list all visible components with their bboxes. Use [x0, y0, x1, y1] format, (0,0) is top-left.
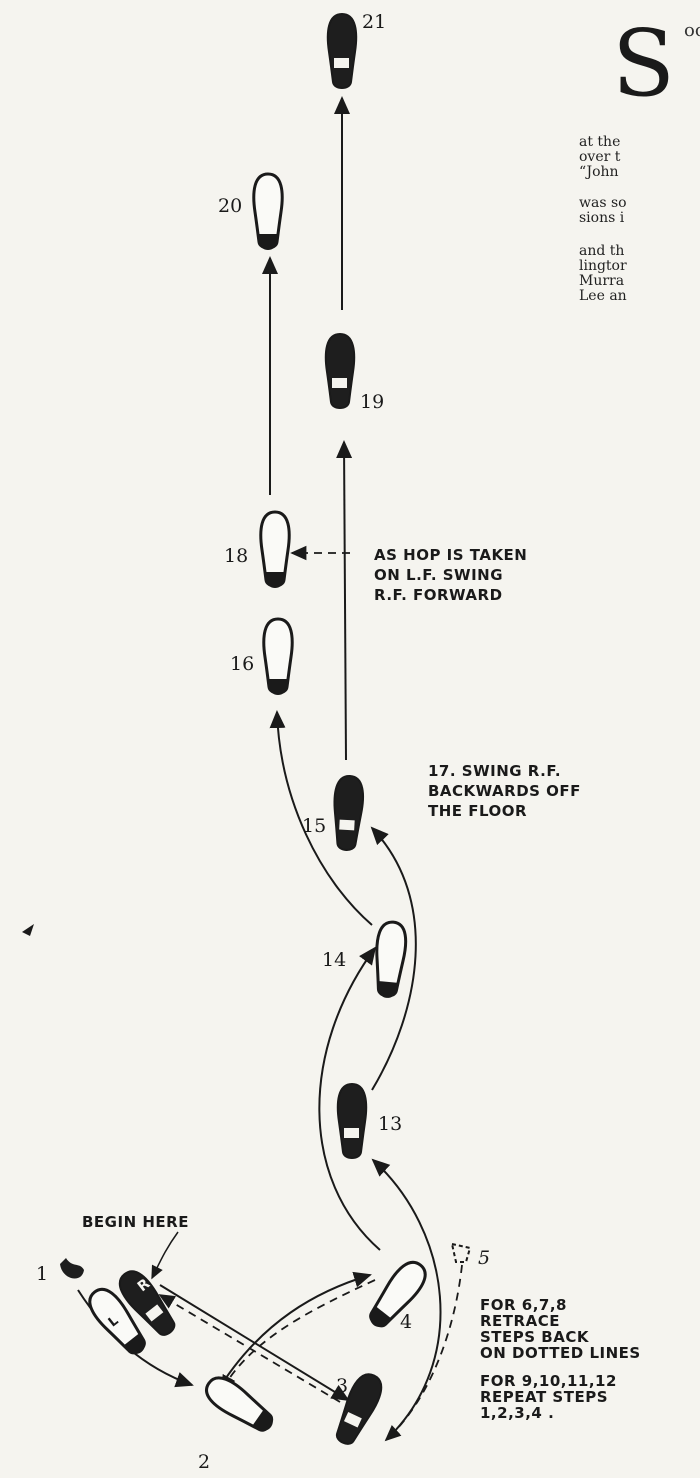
step-number-4: 4: [400, 1311, 412, 1333]
footprint-20: [252, 172, 284, 252]
note-line: BACKWARDS OFF: [428, 782, 581, 800]
footprint-4: [360, 1254, 434, 1336]
step-number-21: 21: [362, 11, 386, 33]
begin-here-label: BEGIN HERE: [82, 1213, 189, 1231]
step-number-20: 20: [218, 195, 242, 217]
hop-note: AS HOP IS TAKEN ON L.F. SWING R.F. FORWA…: [374, 546, 527, 604]
article-paragraph-2: was so sions i: [579, 196, 627, 226]
step-number-15: 15: [302, 815, 326, 837]
note-line: AS HOP IS TAKEN: [374, 546, 527, 564]
text-line: sions i: [579, 210, 625, 226]
text-line: over t: [579, 149, 621, 165]
arrow-2-to-4: [214, 1271, 372, 1396]
footprint-5: [450, 1242, 472, 1263]
dotted-arrow-5-to-3: [384, 1264, 463, 1442]
text-line: “John: [579, 164, 619, 180]
swing-note: 17. SWING R.F. BACKWARDS OFF THE FLOOR: [428, 762, 581, 820]
note-line: STEPS BACK: [480, 1328, 590, 1346]
drop-cap-continuation: oc: [684, 20, 700, 41]
note-line: ON DOTTED LINES: [480, 1344, 641, 1362]
arrow-15-to-19: [336, 440, 353, 761]
dotted-retrace-lines: [158, 545, 463, 1442]
text-line: Lee an: [579, 288, 627, 304]
begin-here-arrow: [151, 1231, 179, 1280]
note-line: FOR 6,7,8: [480, 1296, 567, 1314]
step-number-19: 19: [360, 391, 384, 413]
note-line: RETRACE: [480, 1312, 560, 1330]
text-line: was so: [579, 195, 627, 211]
note-line: R.F. FORWARD: [374, 586, 503, 604]
text-line: at the: [579, 134, 621, 150]
dotted-arrow-4-to-2: [221, 1279, 376, 1392]
note-line: FOR 9,10,11,12: [480, 1372, 617, 1390]
arrow-4-to-14: [318, 946, 381, 1251]
footprint-18: [259, 510, 291, 590]
dotted-arrow-3-to-r: [158, 1294, 341, 1403]
footprint-14: [371, 919, 409, 1001]
retrace-note: FOR 6,7,8 RETRACE STEPS BACK ON DOTTED L…: [480, 1296, 641, 1362]
article-paragraph-3: and th lingtor Murra Lee an: [579, 244, 627, 304]
text-line: and th: [579, 243, 625, 259]
text-line: Murra: [579, 273, 625, 289]
step-number-2: 2: [198, 1451, 210, 1473]
note-line: 1,2,3,4 .: [480, 1404, 554, 1422]
arrow-3-to-13: [371, 1158, 442, 1441]
arrow-14-to-16: [269, 710, 373, 926]
footprint-21: [326, 13, 358, 89]
step-number-1: 1: [36, 1263, 48, 1285]
note-line: REPEAT STEPS: [480, 1388, 608, 1406]
drop-cap: S: [612, 10, 676, 117]
footprint-15: [330, 774, 366, 852]
text-line: lingtor: [579, 258, 627, 274]
footprint-19: [324, 333, 356, 409]
article-paragraph-1: at the over t “John: [579, 135, 620, 180]
arrow-13-to-15: [370, 826, 417, 1091]
footprint-1: [60, 1258, 84, 1279]
footprint-13: [336, 1083, 368, 1159]
step-number-3: 3: [336, 1375, 348, 1397]
step-number-5: 5: [478, 1247, 490, 1269]
note-line: 17. SWING R.F.: [428, 762, 561, 780]
step-number-14: 14: [322, 949, 346, 971]
step-number-13: 13: [378, 1113, 402, 1135]
footprint-2: [199, 1370, 281, 1440]
note-line: THE FLOOR: [428, 802, 527, 820]
scan-mark: [22, 924, 34, 936]
note-line: ON L.F. SWING: [374, 566, 503, 584]
footprint-16: [262, 617, 294, 697]
step-number-16: 16: [230, 653, 254, 675]
step-path-lines: [77, 96, 442, 1441]
repeat-note: FOR 9,10,11,12 REPEAT STEPS 1,2,3,4 .: [480, 1372, 617, 1422]
step-number-18: 18: [224, 545, 248, 567]
